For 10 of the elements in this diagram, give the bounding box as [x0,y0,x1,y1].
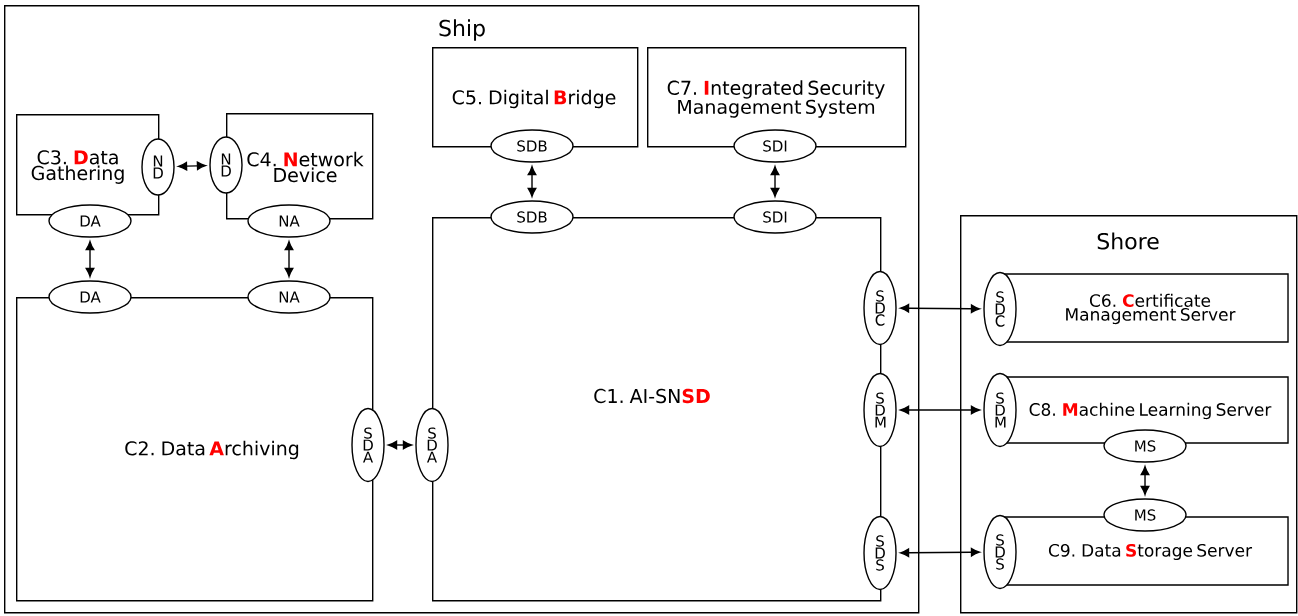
arrow [387,440,413,450]
arrow [1140,465,1150,496]
arrow [177,161,207,171]
arrow [770,165,780,198]
arrow [899,303,981,314]
arrow [899,405,981,415]
arrow [899,547,981,558]
arrow [284,240,294,278]
arrow [527,165,537,198]
arrow [85,240,95,278]
